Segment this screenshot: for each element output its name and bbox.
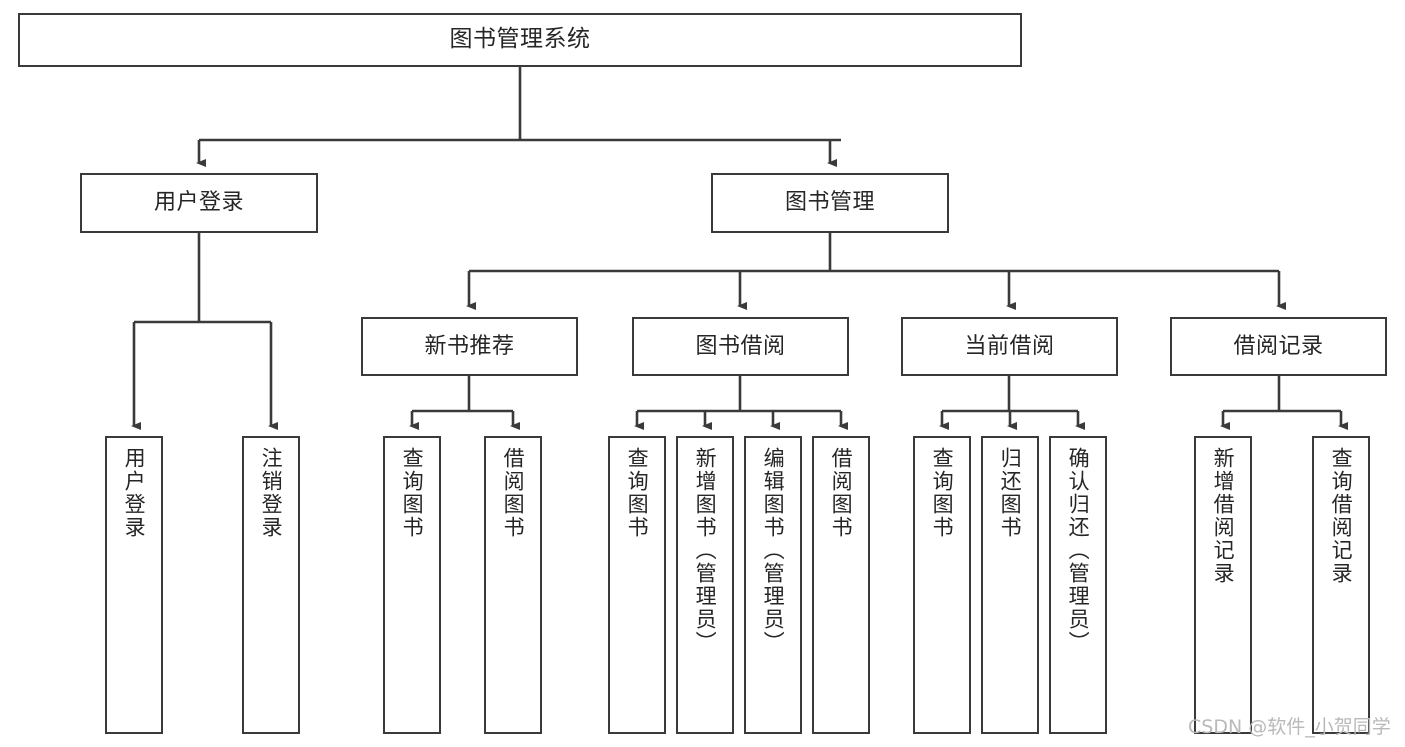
node-label: 图书借阅 (695, 333, 786, 359)
node-book-borrow[interactable]: 图书借阅 (632, 317, 849, 376)
leaf-borrow-record-add[interactable]: 新增借阅记录 (1194, 436, 1252, 734)
node-label: 查询图书 (625, 447, 650, 539)
node-label: 查询图书 (400, 447, 425, 539)
leaf-current-borrow-return[interactable]: 归还图书 (981, 436, 1039, 734)
node-label: 查询借阅记录 (1329, 447, 1354, 585)
node-book-management[interactable]: 图书管理 (711, 173, 949, 233)
leaf-new-book-borrow[interactable]: 借阅图书 (484, 436, 542, 734)
node-current-borrow[interactable]: 当前借阅 (901, 317, 1118, 376)
node-label: 用户登录 (122, 447, 147, 539)
node-label: 借阅图书 (501, 447, 526, 539)
node-label: 借阅图书 (829, 447, 854, 539)
node-label: 注销登录 (259, 447, 284, 539)
leaf-current-borrow-confirm-return[interactable]: 确认归还（管理员） (1049, 436, 1107, 734)
leaf-user-login-signin[interactable]: 用户登录 (105, 436, 163, 734)
node-root-library-system[interactable]: 图书管理系统 (18, 13, 1022, 67)
leaf-current-borrow-query[interactable]: 查询图书 (913, 436, 971, 734)
leaf-borrow-record-query[interactable]: 查询借阅记录 (1312, 436, 1370, 734)
node-label: 编辑图书（管理员） (761, 447, 786, 654)
leaf-book-borrow-add[interactable]: 新增图书（管理员） (676, 436, 734, 734)
node-label: 新增图书（管理员） (693, 447, 718, 654)
node-label: 确认归还（管理员） (1066, 447, 1091, 654)
node-label: 图书管理系统 (449, 26, 591, 53)
node-label: 借阅记录 (1233, 333, 1324, 359)
leaf-new-book-query[interactable]: 查询图书 (383, 436, 441, 734)
watermark: CSDN @软件_小贺同学 (1188, 716, 1391, 738)
node-label: 用户登录 (153, 190, 244, 216)
node-borrow-record[interactable]: 借阅记录 (1170, 317, 1387, 376)
leaf-book-borrow-edit[interactable]: 编辑图书（管理员） (744, 436, 802, 734)
node-label: 查询图书 (930, 447, 955, 539)
node-label: 新书推荐 (424, 333, 515, 359)
node-label: 图书管理 (784, 190, 875, 216)
node-user-login[interactable]: 用户登录 (80, 173, 318, 233)
node-label: 新增借阅记录 (1211, 447, 1236, 585)
node-new-book-recommend[interactable]: 新书推荐 (361, 317, 578, 376)
leaf-user-login-signout[interactable]: 注销登录 (242, 436, 300, 734)
leaf-book-borrow-query[interactable]: 查询图书 (608, 436, 666, 734)
node-label: 当前借阅 (964, 333, 1055, 359)
node-label: 归还图书 (998, 447, 1023, 539)
leaf-book-borrow-lend[interactable]: 借阅图书 (812, 436, 870, 734)
